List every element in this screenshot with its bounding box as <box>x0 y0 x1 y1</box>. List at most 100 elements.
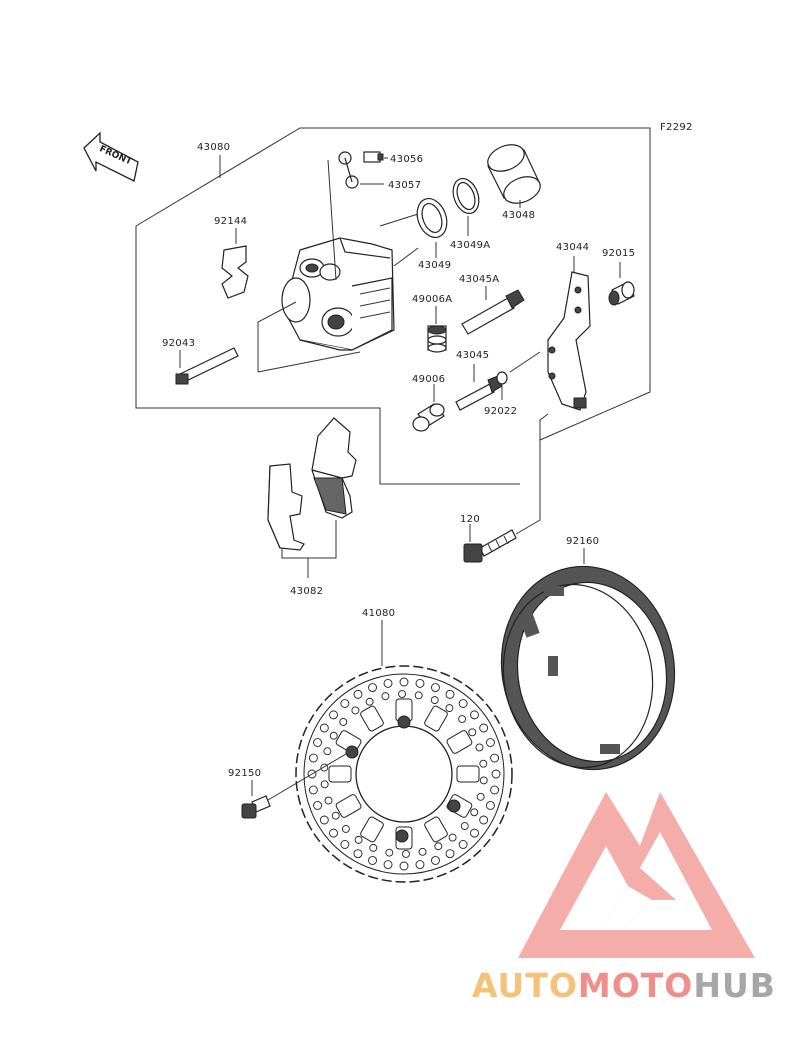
front-arrow-icon: FRONT <box>83 131 139 182</box>
part-label-92150: 92150 <box>228 768 261 779</box>
disc-slot <box>335 794 362 818</box>
disc-hole <box>313 801 322 810</box>
disc-hole <box>470 828 479 838</box>
disc-slot <box>424 816 448 843</box>
disc-hole <box>399 861 409 871</box>
bracket-collar <box>608 281 635 306</box>
disc-hole <box>308 785 318 795</box>
disc-hole <box>460 822 469 830</box>
part-label-41080: 41080 <box>362 608 395 619</box>
disc-hole <box>329 828 338 838</box>
disc-hole <box>479 759 488 768</box>
disc-hole <box>339 718 348 726</box>
disc-hole <box>431 856 440 865</box>
caliper-assembly-outline-lower <box>135 226 520 485</box>
disc-hole <box>430 696 439 705</box>
disc-hole <box>434 842 443 851</box>
disc-hole <box>383 860 393 870</box>
part-label-120: 120 <box>460 514 480 525</box>
part-label-43057: 43057 <box>388 180 421 191</box>
disc-hole <box>369 843 378 852</box>
brake-pad-front <box>311 417 357 519</box>
disc-hole <box>329 710 338 720</box>
disc-hole <box>368 683 377 692</box>
part-label-49006: 49006 <box>412 374 445 385</box>
disc-hole <box>468 728 477 737</box>
part-label-49006a: 49006A <box>412 294 452 305</box>
disc-hole <box>319 815 329 825</box>
disc-hole <box>353 689 363 699</box>
part-label-43082: 43082 <box>290 586 323 597</box>
part-label-92160: 92160 <box>566 536 599 547</box>
disc-hole <box>354 835 363 844</box>
disc-hole <box>381 692 390 701</box>
disc-slot <box>424 705 448 732</box>
disc-hole <box>368 856 377 865</box>
disc-hole <box>353 849 363 859</box>
part-label-43049a: 43049A <box>450 240 490 251</box>
caliper-body <box>281 237 395 351</box>
part-label-43044: 43044 <box>556 242 589 253</box>
disc-hole <box>414 691 423 700</box>
disc-hole <box>458 840 468 849</box>
disc-hole <box>445 689 455 699</box>
brake-disc <box>295 665 513 883</box>
disc-slot <box>360 705 384 732</box>
part-label-43045a: 43045A <box>459 274 499 285</box>
part-label-43048: 43048 <box>502 210 535 221</box>
disc-slot <box>446 730 473 754</box>
disc-hole <box>448 833 457 842</box>
brand-part-auto: AUTO <box>472 966 578 1005</box>
disc-hole <box>415 678 425 688</box>
disc-hole <box>331 811 340 820</box>
pad-pin <box>175 347 239 385</box>
pin-boot-a <box>427 325 447 353</box>
part-label-92043: 92043 <box>162 338 195 349</box>
disc-hole <box>341 825 350 833</box>
disc-hole <box>486 801 495 810</box>
caliper-piston <box>487 144 541 204</box>
bleeder-screw <box>363 151 384 163</box>
disc-hole <box>445 849 455 859</box>
disc-hole <box>415 860 425 870</box>
disc-hole <box>418 847 427 856</box>
disc-hole <box>486 738 495 747</box>
disc-hole <box>458 715 467 723</box>
caliper-assembly-outline <box>135 127 651 441</box>
part-label-43049: 43049 <box>418 260 451 271</box>
disc-hole <box>479 815 489 825</box>
disc-bolt <box>241 795 271 819</box>
brake-pad-rear <box>267 463 305 551</box>
disc-hole <box>445 704 454 713</box>
brand-part-moto: MOTO <box>577 966 694 1005</box>
disc-slot <box>328 765 352 783</box>
disc-hole <box>490 785 500 795</box>
disc-hole <box>324 796 333 805</box>
bracket-bolt <box>463 529 517 563</box>
disc-hole <box>365 697 374 706</box>
disc-hole <box>479 723 489 733</box>
disc-hole <box>319 723 329 733</box>
part-label-92144: 92144 <box>214 216 247 227</box>
brand-part-hub: HUB <box>693 966 776 1005</box>
bleeder-cap <box>338 151 359 189</box>
disc-cover-ring <box>500 565 676 771</box>
piston-seal <box>416 198 448 238</box>
disc-hole <box>476 792 485 801</box>
disc-slot <box>360 816 384 843</box>
disc-hole <box>351 706 360 715</box>
watermark-brand: AUTOMOTOHUB <box>472 966 776 1005</box>
disc-hole <box>475 743 484 752</box>
part-label-92022: 92022 <box>484 406 517 417</box>
disc-slot <box>456 765 480 783</box>
disc-hole <box>398 690 406 698</box>
part-label-43056: 43056 <box>390 154 423 165</box>
disc-hole <box>458 699 468 708</box>
disc-hole <box>385 848 394 857</box>
caliper-pin <box>455 375 503 411</box>
disc-hole <box>479 776 488 785</box>
part-label-43045: 43045 <box>456 350 489 361</box>
diagram-code: F2292 <box>660 122 693 133</box>
washer <box>496 371 508 385</box>
